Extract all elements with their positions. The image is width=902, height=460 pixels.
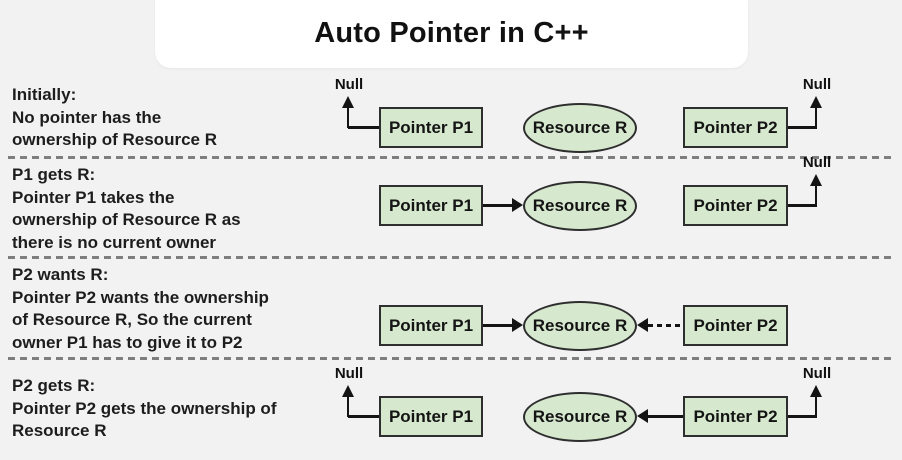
p1-null-connector xyxy=(346,108,349,128)
arrowhead-left xyxy=(637,318,648,332)
null-label: Null xyxy=(802,365,832,382)
arrow-p2-to-resource xyxy=(648,415,683,418)
null-label: Null xyxy=(802,154,832,171)
p2-null-connector xyxy=(788,415,817,418)
row2-diagram: Pointer P1 Resource R Pointer P2 Null xyxy=(0,142,902,270)
description-line: No pointer has the xyxy=(12,107,162,127)
row-divider xyxy=(8,357,894,360)
arrowhead-up xyxy=(341,385,354,397)
arrowhead-up xyxy=(341,96,354,108)
pointer-p2-node: Pointer P2 xyxy=(683,107,788,148)
arrow-p2-to-resource-dashed xyxy=(648,324,683,327)
row3-heading: P2 wants R: xyxy=(12,265,109,284)
pointer-p1-node: Pointer P1 xyxy=(379,185,483,226)
description-line: ownership of Resource R as xyxy=(12,210,241,229)
null-label: Null xyxy=(802,76,832,93)
row2-description: P1 gets R: Pointer P1 takes the ownershi… xyxy=(12,164,241,254)
p2-null-connector xyxy=(814,108,817,128)
p2-null-connector xyxy=(814,397,817,417)
arrowhead-left xyxy=(637,409,648,423)
description-line: Pointer P1 takes the xyxy=(12,187,175,207)
description-line: ownership of Resource R xyxy=(12,130,217,149)
row1-diagram: Null Pointer P1 Resource R Pointer P2 Nu… xyxy=(0,64,902,192)
arrow-p1-to-resource xyxy=(483,204,513,207)
null-label: Null xyxy=(334,365,364,382)
arrowhead-right xyxy=(512,318,523,332)
row2-heading: P1 gets R: xyxy=(12,165,96,184)
row1-description: Initially: No pointer has the ownership … xyxy=(12,84,217,152)
p1-null-connector xyxy=(348,126,379,129)
pointer-p2-node: Pointer P2 xyxy=(683,185,788,226)
p1-null-connector xyxy=(346,397,349,417)
p2-null-connector xyxy=(814,186,817,206)
resource-r-node: Resource R xyxy=(523,103,637,153)
arrowhead-up xyxy=(809,96,822,108)
description-line: Resource R xyxy=(12,421,107,440)
pointer-p1-node: Pointer P1 xyxy=(379,305,483,346)
resource-r-node: Resource R xyxy=(523,392,637,442)
title-card: Auto Pointer in C++ xyxy=(155,0,748,68)
pointer-p2-node: Pointer P2 xyxy=(683,396,788,437)
row-divider xyxy=(8,156,894,159)
resource-r-node: Resource R xyxy=(523,301,637,351)
resource-r-node: Resource R xyxy=(523,181,637,231)
arrowhead-up xyxy=(809,174,822,186)
row1-heading: Initially: xyxy=(12,85,77,104)
page-title: Auto Pointer in C++ xyxy=(314,16,589,49)
pointer-p2-node: Pointer P2 xyxy=(683,305,788,346)
description-line: Pointer P2 gets the ownership of xyxy=(12,398,277,418)
pointer-p1-node: Pointer P1 xyxy=(379,396,483,437)
description-line: there is no current owner xyxy=(12,232,217,252)
p1-null-connector xyxy=(348,415,379,418)
pointer-p1-node: Pointer P1 xyxy=(379,107,483,148)
row3-diagram: Pointer P1 Resource R Pointer P2 xyxy=(0,262,902,390)
row4-diagram: Null Pointer P1 Resource R Pointer P2 Nu… xyxy=(0,353,902,460)
row3-description: P2 wants R: Pointer P2 wants the ownersh… xyxy=(12,264,269,354)
arrow-p1-to-resource xyxy=(483,324,513,327)
row4-description: P2 gets R: Pointer P2 gets the ownership… xyxy=(12,375,276,443)
p2-null-connector xyxy=(788,204,817,207)
row4-heading: P2 gets R: xyxy=(12,376,96,395)
description-line: of Resource R, So the current xyxy=(12,310,252,329)
null-label: Null xyxy=(334,76,364,93)
arrowhead-up xyxy=(809,385,822,397)
row-divider xyxy=(8,256,894,259)
description-line: owner P1 has to give it to P2 xyxy=(12,332,243,352)
p2-null-connector xyxy=(788,126,817,129)
description-line: Pointer P2 wants the ownership xyxy=(12,287,269,307)
arrowhead-right xyxy=(512,198,523,212)
